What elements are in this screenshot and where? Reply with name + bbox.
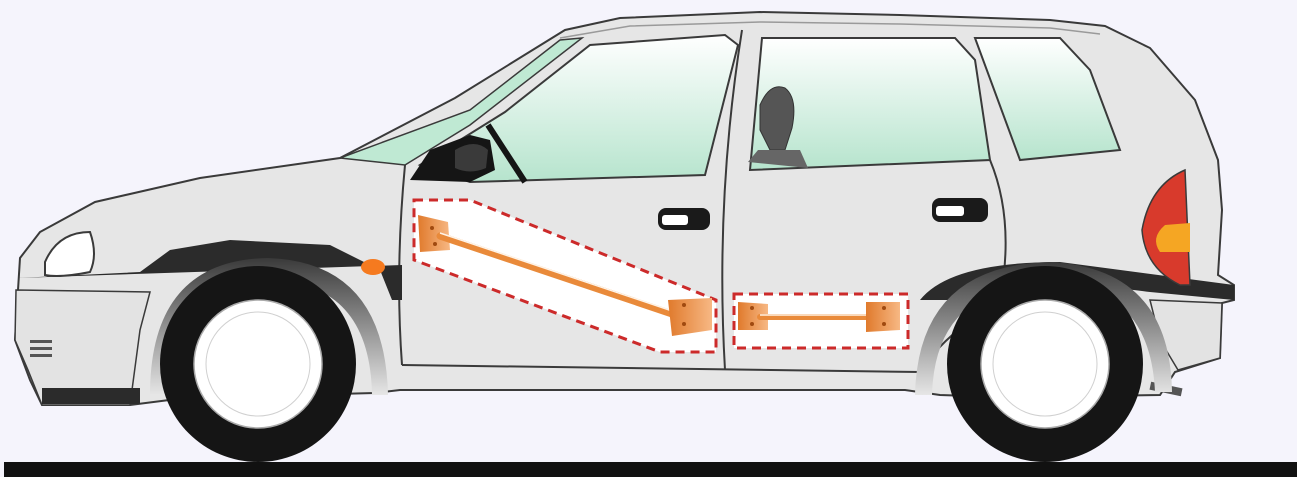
rear-door-handle-inner [936,206,964,216]
ground-line [4,462,1297,477]
front-grille [30,340,52,357]
rear-door-beam-highlight [734,294,908,348]
front-door-handle-inner [662,215,688,225]
side-indicator [361,259,385,275]
rear-wheel [947,266,1143,462]
front-wheel [160,266,356,462]
mirror-glass [455,144,488,172]
front-lower-spoiler [42,388,140,404]
